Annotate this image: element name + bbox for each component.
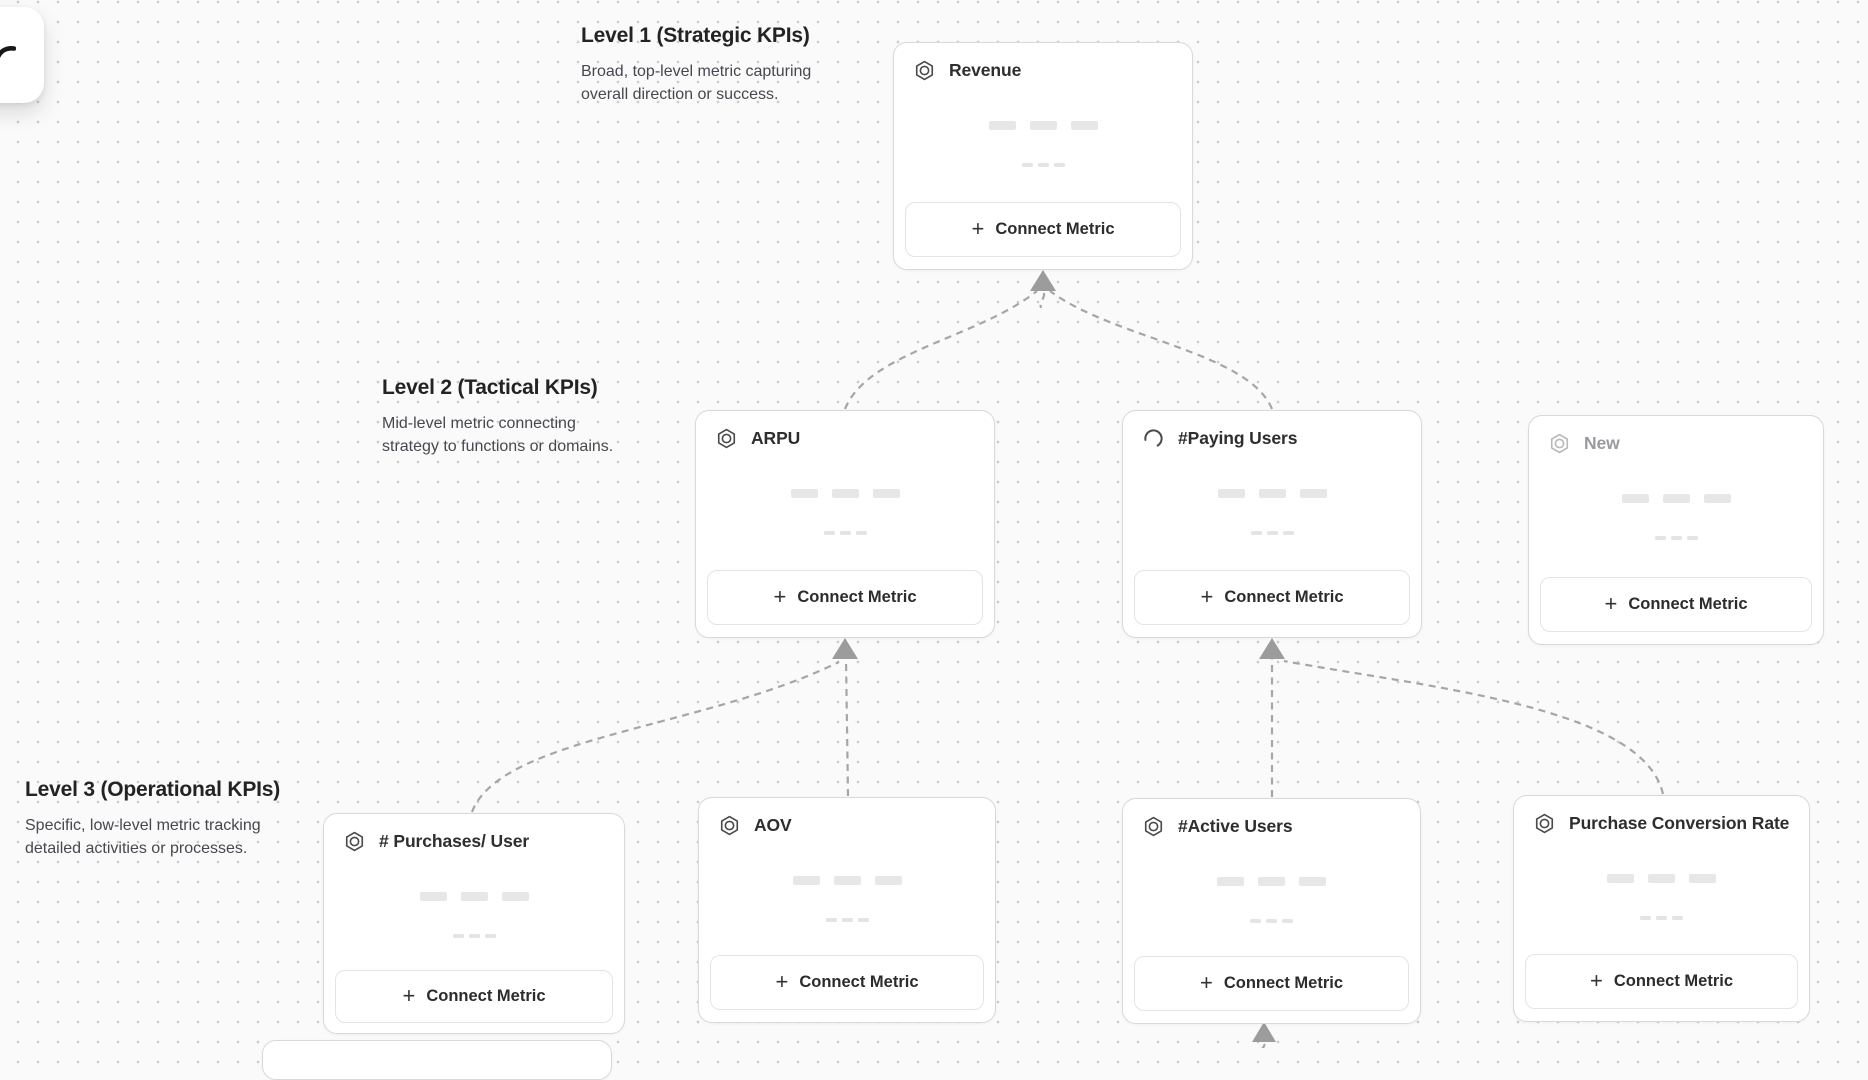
connect-metric-label: Connect Metric [799,973,919,991]
plus-icon: + [773,583,787,609]
metric-card-arpu[interactable]: ARPU + Connect Metric [695,410,995,638]
level-title: Level 2 (Tactical KPIs) [382,376,598,399]
floating-toolbar[interactable] [0,7,44,103]
level-title: Level 3 (Operational KPIs) [25,778,281,801]
metric-card-active-users[interactable]: #Active Users + Connect Metric [1122,798,1421,1024]
connect-metric-label: Connect Metric [1223,974,1344,992]
connector-payingusers-to-revenue [1049,290,1274,410]
hexagon-nut-icon [343,830,366,853]
card-title: Purchase Conversion Rate [1569,813,1790,833]
card-header: ARPU [696,411,994,450]
connections-layer [470,270,1665,1048]
metric-card-new[interactable]: New + Connect Metric [1528,415,1824,645]
hexagon-nut-icon [1142,815,1165,838]
card-header: # Purchases/ User [324,814,624,853]
connect-metric-button[interactable]: + Connect Metric [1525,954,1798,1009]
hexagon-nut-icon [715,427,738,450]
card-header: Revenue [894,43,1192,82]
card-header: #Active Users [1123,799,1420,838]
plus-icon: + [775,968,789,994]
skeleton-placeholder-small [1514,916,1809,920]
skeleton-placeholder [699,876,995,885]
skeleton-placeholder-small [1123,531,1421,535]
level-1-label: Level 1 (Strategic KPIs) Broad, top-leve… [581,24,851,106]
connector-purchases-to-arpu [470,661,840,813]
connector-pcr-to-payingusers [1283,659,1665,795]
level-2-label: Level 2 (Tactical KPIs) Mid-level metric… [382,376,634,458]
cursor-icon [0,46,16,58]
connect-metric-button[interactable]: + Connect Metric [707,570,983,625]
hexagon-nut-icon [718,814,741,837]
plus-icon: + [402,982,416,1008]
arrowhead-into-arpu [832,638,858,659]
connect-metric-label: Connect Metric [1628,595,1748,613]
skeleton-placeholder [1514,874,1809,883]
skeleton-placeholder [1123,877,1420,886]
level-title: Level 1 (Strategic KPIs) [581,24,810,47]
connect-metric-button[interactable]: + Connect Metric [905,202,1181,257]
card-title: ARPU [751,428,801,448]
skeleton-placeholder-small [324,934,624,938]
connect-metric-button[interactable]: + Connect Metric [1134,570,1410,625]
plus-icon: + [1199,969,1213,995]
plus-icon: + [1604,590,1618,616]
level-3-label: Level 3 (Operational KPIs) Specific, low… [25,778,293,860]
card-header: #Paying Users [1123,411,1421,450]
card-title: # Purchases/ User [379,831,530,851]
connect-metric-button[interactable]: + Connect Metric [710,955,984,1010]
card-title: #Active Users [1178,816,1293,836]
metric-card-purchases-per-user[interactable]: # Purchases/ User + Connect Metric [323,813,625,1034]
skeleton-placeholder [894,121,1192,130]
skeleton-placeholder-small [1529,536,1823,540]
card-header: New [1529,416,1823,455]
metric-card-revenue[interactable]: Revenue + Connect Metric [893,42,1193,270]
connect-metric-button[interactable]: + Connect Metric [1540,577,1812,632]
connect-metric-button[interactable]: + Connect Metric [335,970,613,1023]
hexagon-nut-icon [1548,432,1571,455]
hexagon-nut-icon [913,59,936,82]
connector-tail-revenue [1039,292,1046,309]
skeleton-placeholder [324,892,624,901]
card-header: AOV [699,798,995,837]
metric-card-purchase-conversion-rate[interactable]: Purchase Conversion Rate + Connect Metri… [1513,795,1810,1022]
level-description: Mid-level metric connecting strategy to … [382,415,614,455]
plus-icon: + [1200,583,1214,609]
arrowhead-into-revenue [1030,270,1056,291]
card-title: New [1584,433,1620,453]
arrowhead-into-payingusers [1259,638,1285,659]
connect-metric-label: Connect Metric [995,220,1115,238]
connect-metric-label: Connect Metric [1224,588,1344,606]
connector-offscreen-to-activeusers [1261,1043,1266,1048]
metric-card-paying-users[interactable]: #Paying Users + Connect Metric [1122,410,1422,638]
skeleton-placeholder-small [696,531,994,535]
card-title: AOV [754,815,792,835]
level-description: Specific, low-level metric tracking deta… [25,817,261,857]
skeleton-placeholder [1529,494,1823,503]
skeleton-placeholder-small [894,163,1192,167]
connector-arpu-to-revenue [843,290,1038,410]
hexagon-nut-icon [1533,812,1556,835]
spinner-icon [1142,427,1165,450]
connector-aov-to-arpu [844,657,850,797]
plus-icon: + [971,215,985,241]
metric-card-partial-offscreen[interactable] [262,1040,612,1080]
skeleton-placeholder [1123,489,1421,498]
skeleton-placeholder-small [1123,919,1420,923]
skeleton-placeholder [696,489,994,498]
card-title: Revenue [949,60,1022,80]
connect-metric-label: Connect Metric [797,588,917,606]
level-description: Broad, top-level metric capturing overal… [581,63,812,103]
connect-metric-label: Connect Metric [1613,972,1734,990]
arrowhead-into-activeusers [1252,1022,1276,1042]
connect-metric-label: Connect Metric [426,987,546,1005]
metric-card-aov[interactable]: AOV + Connect Metric [698,797,996,1023]
card-header: Purchase Conversion Rate [1514,796,1809,835]
skeleton-placeholder-small [699,918,995,922]
card-title: #Paying Users [1178,428,1298,448]
connect-metric-button[interactable]: + Connect Metric [1134,956,1409,1011]
plus-icon: + [1589,967,1603,993]
